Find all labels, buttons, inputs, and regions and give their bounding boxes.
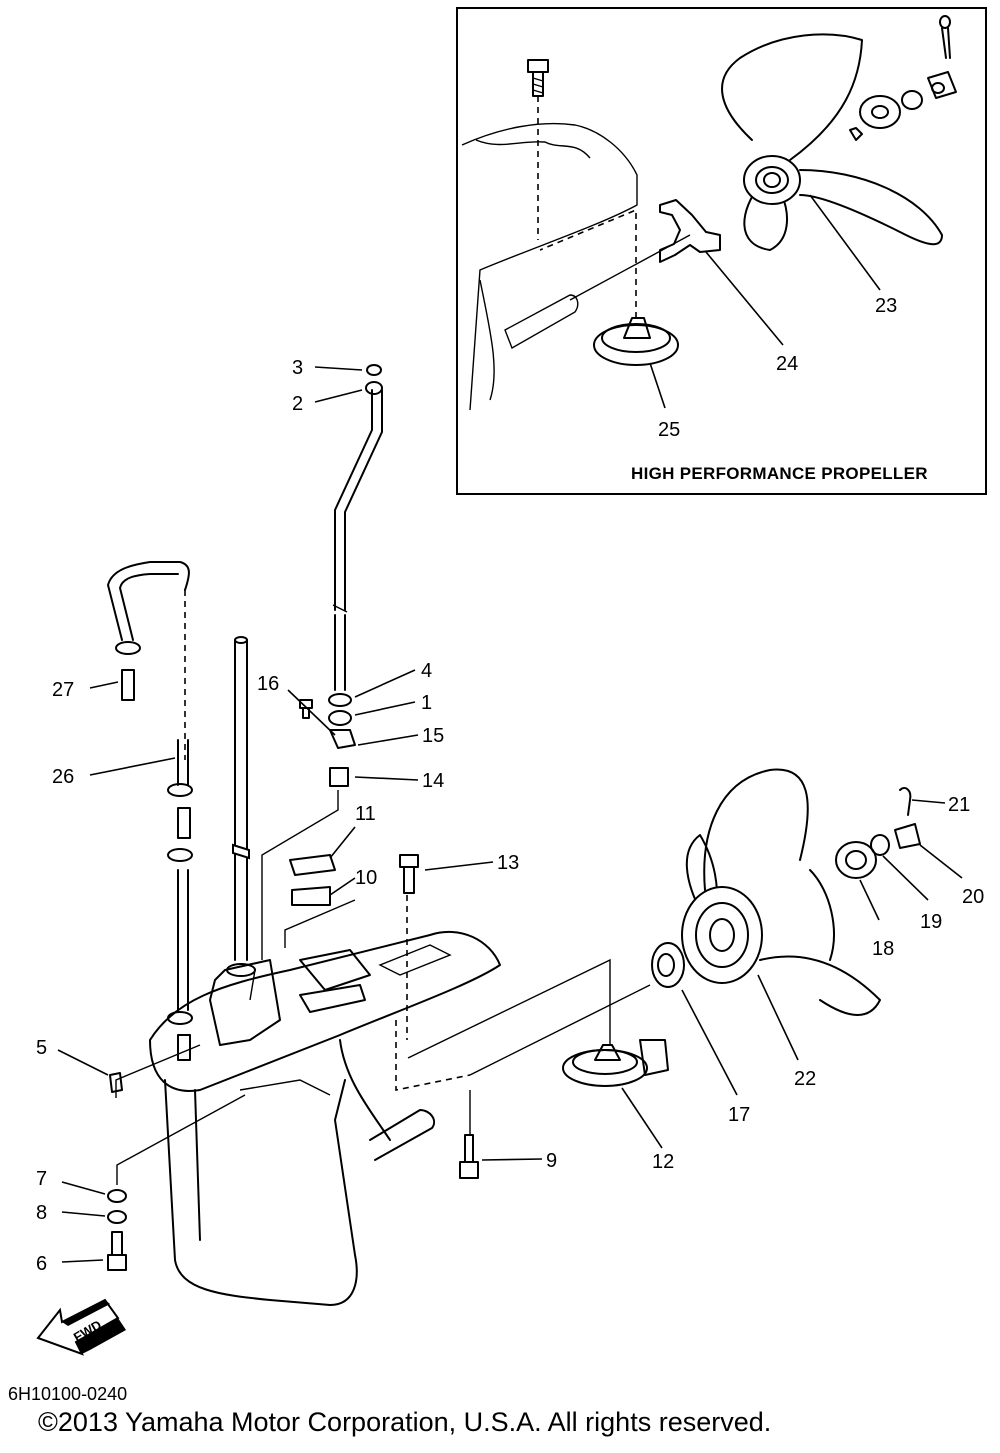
callout-22: 22 <box>794 1068 816 1090</box>
callout-8: 8 <box>36 1202 47 1224</box>
callout-26: 26 <box>52 766 74 788</box>
drive-shaft <box>226 636 256 977</box>
thrust-washer <box>651 942 685 988</box>
water-tube <box>107 561 190 1011</box>
part-7-shape <box>107 1189 127 1203</box>
callout-23: 23 <box>875 295 897 317</box>
part-27-shape <box>121 669 135 701</box>
inset-gearcase <box>461 122 638 411</box>
part-2-shape <box>365 381 383 395</box>
inset-high-performance-propeller: HIGH PERFORMANCE PROPELLER <box>456 7 987 495</box>
callout-leaders <box>57 194 963 1263</box>
callout-10: 10 <box>355 867 377 889</box>
callout-17: 17 <box>728 1104 750 1126</box>
propeller-hardware <box>835 787 921 879</box>
callout-18: 18 <box>872 938 894 960</box>
callout-3: 3 <box>292 357 303 379</box>
callout-21: 21 <box>948 794 970 816</box>
part-11-shape <box>289 854 336 876</box>
callout-numbers: 3 2 4 1 15 14 16 11 10 13 27 26 5 7 8 6 … <box>36 295 984 1275</box>
part-5-shape <box>109 1072 123 1093</box>
copyright-notice: ©2013 Yamaha Motor Corporation, U.S.A. A… <box>38 1407 772 1437</box>
part-3-shape <box>366 364 382 376</box>
callout-25: 25 <box>658 419 680 441</box>
callout-16: 16 <box>257 673 279 695</box>
inset-title: HIGH PERFORMANCE PROPELLER <box>631 464 928 483</box>
part-13-shape <box>399 854 419 894</box>
callout-27: 27 <box>52 679 74 701</box>
lower-unit-gearcase <box>149 930 501 1306</box>
callout-2: 2 <box>292 393 303 415</box>
callout-24: 24 <box>776 353 798 375</box>
callout-4: 4 <box>421 660 432 682</box>
callout-7: 7 <box>36 1168 47 1190</box>
assembly-lines <box>115 790 651 1185</box>
callout-9: 9 <box>546 1150 557 1172</box>
inset-frame <box>456 7 987 495</box>
forward-direction-arrow: FWD <box>36 1298 126 1356</box>
drawing-code: 6H10100-0240 <box>8 1384 128 1404</box>
part-16-shape <box>299 699 313 719</box>
part-1-shape <box>328 710 352 726</box>
callout-15: 15 <box>422 725 444 747</box>
inset-hardware <box>849 15 957 141</box>
anode <box>562 1039 669 1087</box>
part-8-shape <box>107 1210 127 1224</box>
part-10-shape <box>291 886 331 906</box>
inset-propeller <box>721 33 943 251</box>
part-6-shape <box>107 1231 127 1271</box>
callout-19: 19 <box>920 911 942 933</box>
part-14-shape <box>329 767 349 787</box>
callout-11: 11 <box>355 803 376 825</box>
inset-bolt <box>527 59 549 240</box>
part-4-shape <box>328 693 352 707</box>
callout-5: 5 <box>36 1037 47 1059</box>
propeller <box>681 768 881 1016</box>
inset-spacer <box>569 199 721 301</box>
part-15-shape <box>329 729 356 749</box>
callout-1: 1 <box>421 692 432 714</box>
callout-13: 13 <box>497 852 519 874</box>
callout-14: 14 <box>422 770 444 792</box>
callout-6: 6 <box>36 1253 47 1275</box>
part-9-shape <box>459 1134 479 1179</box>
callout-20: 20 <box>962 886 984 908</box>
callout-12: 12 <box>652 1151 674 1173</box>
shift-rod <box>332 389 383 691</box>
inset-anode <box>539 208 679 366</box>
